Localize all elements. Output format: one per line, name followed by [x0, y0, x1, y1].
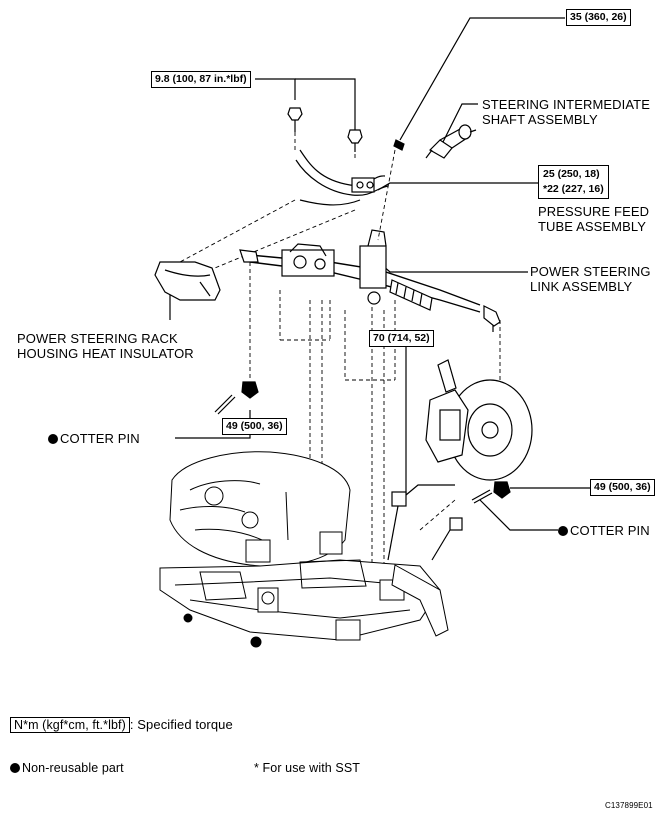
intermediate-shaft — [425, 124, 477, 159]
label-intermediate-shaft-line2: SHAFT ASSEMBLY — [482, 112, 598, 127]
tie-rod-nut-left — [241, 381, 259, 399]
label-intermediate-shaft: STEERING INTERMEDIATE SHAFT ASSEMBLY — [482, 97, 650, 127]
figure-id: C137899E01 — [605, 801, 653, 810]
torque-shaft-bolt: 35 (360, 26) — [566, 9, 631, 26]
label-cotter-pin-left-text: COTTER PIN — [60, 431, 140, 446]
torque-feed-tube: 25 (250, 18) *22 (227, 16) — [538, 165, 609, 199]
bolt-rack-right — [347, 129, 363, 152]
label-cotter-pin-right-text: COTTER PIN — [570, 523, 650, 538]
tie-rod-nut-right — [493, 481, 511, 499]
cotter-pin-left-part — [214, 394, 236, 415]
legend-torque-unit: N*m (kgf*cm, ft.*lbf) — [10, 717, 130, 733]
bolt-rack-left — [287, 107, 303, 132]
non-reusable-dot-icon — [558, 526, 568, 536]
label-ps-link: POWER STEERING LINK ASSEMBLY — [530, 264, 651, 294]
legend-torque-desc: : Specified torque — [129, 717, 233, 732]
non-reusable-dot-icon — [10, 763, 20, 773]
legend-non-reusable-text: Non-reusable part — [22, 761, 124, 775]
torque-feed-tube-1: 25 (250, 18) — [543, 168, 600, 180]
pressure-feed-tube — [295, 149, 389, 206]
label-ps-link-line2: LINK ASSEMBLY — [530, 279, 633, 294]
legend-torque: N*m (kgf*cm, ft.*lbf): Specified torque — [10, 717, 233, 733]
label-pressure-feed-tube: PRESSURE FEED TUBE ASSEMBLY — [538, 204, 649, 234]
steering-rack — [239, 229, 501, 327]
label-ps-link-line1: POWER STEERING — [530, 264, 651, 279]
label-heat-insulator-line2: HOUSING HEAT INSULATOR — [17, 346, 194, 361]
label-pressure-feed-line1: PRESSURE FEED — [538, 204, 650, 219]
torque-tie-rod-nut-right: 49 (500, 36) — [590, 479, 655, 496]
non-reusable-dot-icon — [48, 434, 58, 444]
label-heat-insulator: POWER STEERING RACK HOUSING HEAT INSULAT… — [17, 331, 194, 361]
crossmember-bolt-rear — [431, 517, 463, 561]
legend-non-reusable: Non-reusable part — [10, 761, 124, 776]
heat-insulator — [154, 261, 221, 301]
engine-subframe — [159, 451, 449, 648]
label-intermediate-shaft-line1: STEERING INTERMEDIATE — [482, 97, 650, 112]
torque-rack-bolts: 9.8 (100, 87 in.*lbf) — [151, 71, 251, 88]
steering-knuckle — [425, 359, 533, 481]
torque-crossmember-bolt: 70 (714, 52) — [369, 330, 434, 347]
torque-tie-rod-nut-left: 49 (500, 36) — [222, 418, 287, 435]
legend-sst-note: * For use with SST — [254, 761, 360, 775]
bolt-shaft — [393, 139, 405, 151]
label-heat-insulator-line1: POWER STEERING RACK — [17, 331, 178, 346]
label-cotter-pin-right: COTTER PIN — [558, 523, 650, 538]
torque-feed-tube-2: *22 (227, 16) — [543, 183, 604, 195]
cotter-pin-right-part — [471, 489, 493, 504]
label-cotter-pin-left: COTTER PIN — [48, 431, 140, 446]
leader-lines — [169, 17, 590, 531]
label-pressure-feed-line2: TUBE ASSEMBLY — [538, 219, 646, 234]
crossmember-bolt-front — [387, 491, 407, 561]
